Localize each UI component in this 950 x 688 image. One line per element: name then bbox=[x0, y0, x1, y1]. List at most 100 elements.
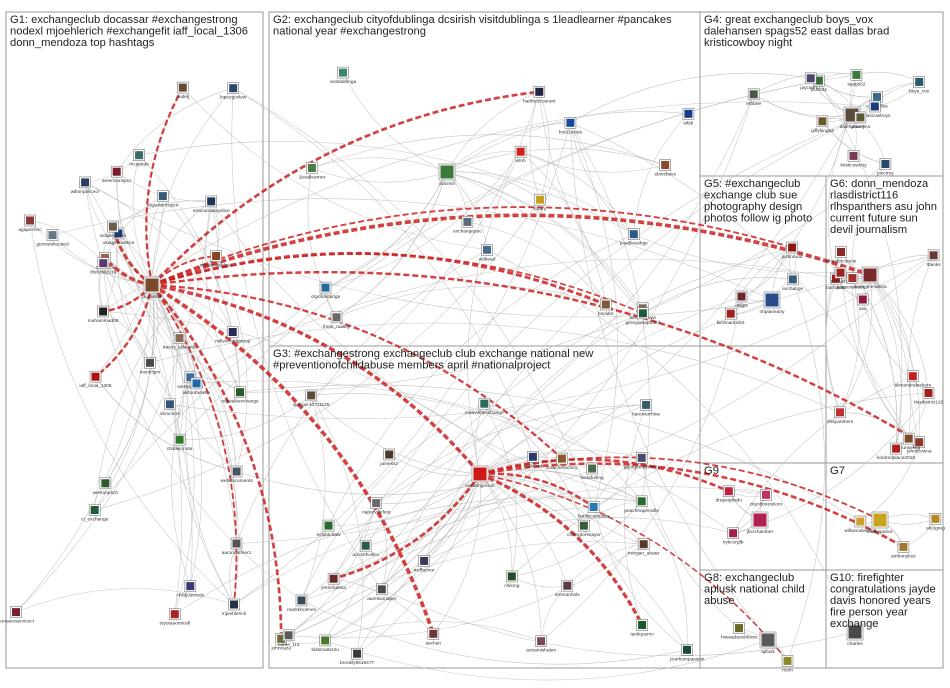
node-napervillefest[interactable]: napervillefest bbox=[362, 497, 391, 516]
node-nhplanearty[interactable]: nhplanearty bbox=[759, 291, 785, 315]
node-frank-malloy[interactable]: frank_malloy bbox=[323, 311, 351, 330]
node-djaeger10711125[interactable]: djaeger10711125 bbox=[293, 389, 330, 408]
node-norwalkexchange[interactable]: norwalkexchange bbox=[221, 386, 259, 405]
node-wdbead[interactable]: wdbead bbox=[479, 244, 496, 262]
node-tharvehill[interactable]: tharvehill bbox=[831, 266, 850, 285]
node-millvernedjgroup[interactable]: millvernedjgroup bbox=[215, 326, 251, 345]
node-birdmanbob4[interactable]: birdmanbob4 bbox=[717, 307, 745, 326]
node-alo3greg[interactable]: alo3greg bbox=[926, 512, 945, 531]
node-giffykings3[interactable]: giffykings3 bbox=[811, 115, 834, 134]
node-aplusk[interactable]: aplusk bbox=[759, 631, 777, 655]
node-vbruce44[interactable]: vbruce44 bbox=[160, 398, 180, 417]
node-hanoverrhine[interactable]: hanoverrhine bbox=[632, 399, 660, 417]
node-hartfordcourant[interactable]: hartfordcourant bbox=[523, 86, 556, 104]
node-yourkompassion[interactable]: yourkompassion bbox=[670, 643, 705, 662]
node-kristicowboy[interactable]: kristicowboy bbox=[840, 150, 867, 168]
node-peachhapenville[interactable]: peachhapenville bbox=[624, 495, 659, 514]
node-chilong[interactable]: chilong bbox=[504, 570, 520, 589]
node-wfsb[interactable]: wfsb bbox=[682, 108, 695, 126]
node-rotary[interactable]: rotary bbox=[534, 193, 547, 212]
node-erbbee[interactable]: erbbee bbox=[746, 88, 761, 107]
node-exchangepec[interactable]: exchangepec bbox=[453, 216, 482, 234]
node-rlasdistrict116[interactable]: rlasdistrict116 bbox=[914, 387, 944, 406]
node-wheelerconnie[interactable]: wheelerconnie bbox=[826, 246, 857, 265]
node-boys-vox[interactable]: boys_vox bbox=[909, 76, 930, 94]
node-1leadlearner[interactable]: 1leadlearner bbox=[299, 162, 326, 181]
node-humaneservicecr[interactable]: humaneservicecr bbox=[0, 606, 35, 625]
node-ctsaleinnote[interactable]: ctsaleinnote bbox=[167, 433, 193, 452]
node-americanspcc[interactable]: americanspcc bbox=[102, 165, 132, 184]
node-eclubtchaw[interactable]: eclubtchaw bbox=[317, 519, 342, 538]
node-newcanaanpolice[interactable]: newcanaanpolice bbox=[193, 195, 230, 214]
node-alexandraleekers[interactable]: alexandraleekers bbox=[895, 370, 932, 389]
node-westportgov[interactable]: westportgov bbox=[177, 371, 204, 390]
node-lifebold2016[interactable]: lifebold2016 bbox=[90, 257, 117, 276]
node-willwoodvillage[interactable]: willwoodvillage bbox=[844, 515, 876, 534]
node-jbcrchamber[interactable]: jbcrchamber bbox=[746, 511, 774, 535]
node-georgiadeptofed[interactable]: georgiadeptofed bbox=[626, 307, 661, 326]
node-covingtonmayor[interactable]: covingtonmayor bbox=[567, 519, 601, 538]
node-lindafurling[interactable]: lindafurling bbox=[580, 462, 604, 481]
node-visitdublinga[interactable]: visitdublinga bbox=[330, 66, 357, 85]
node-ct-exchange[interactable]: ct_exchange bbox=[81, 504, 109, 523]
node-markbholmes[interactable]: markbholmes bbox=[287, 594, 316, 613]
node-fox61news[interactable]: fox61news bbox=[559, 117, 583, 135]
node-wiltonbulletin[interactable]: wiltonbulletin bbox=[183, 377, 211, 396]
node-spags52[interactable]: spags52 bbox=[847, 69, 866, 87]
node-lindnepolice[interactable]: lindnepolice bbox=[867, 511, 893, 535]
node-wiltonpolicecr[interactable]: wiltonpolicecr bbox=[71, 176, 100, 195]
node-hiwaadaneblocm[interactable]: hiwaadaneblocm bbox=[721, 622, 757, 641]
node-mcfbymor[interactable]: mcfbymor bbox=[414, 555, 435, 573]
node-mom[interactable]: mom bbox=[781, 655, 794, 673]
node-acnorthvillco[interactable]: acnorthvillco bbox=[352, 539, 379, 558]
node-charles[interactable]: charles bbox=[846, 623, 863, 647]
node-joectrey[interactable]: joectrey bbox=[876, 158, 894, 177]
node-kolachefactory[interactable]: kolachefactory bbox=[546, 452, 578, 471]
node-dcsirish[interactable]: dcsirish bbox=[438, 163, 456, 187]
node-cityofdublinga[interactable]: cityofdublinga bbox=[311, 281, 341, 300]
node-jamessz[interactable]: jamessz bbox=[379, 448, 399, 467]
node-kidsmatter2u[interactable]: kidsmatter2u bbox=[311, 634, 339, 653]
node-vidales-alva[interactable]: vidales_alva bbox=[100, 220, 127, 239]
node-childjustcectr[interactable]: childjustcectr bbox=[176, 580, 205, 599]
node-toyotaaonticell[interactable]: toyotaaonticell bbox=[159, 608, 190, 627]
node-postlivesthge[interactable]: postlivesthge bbox=[620, 228, 648, 247]
node-morgan-abasz[interactable]: morgan_abasz bbox=[628, 538, 660, 557]
node-jasmonestarsh[interactable]: jasmonestarsh bbox=[836, 272, 869, 291]
node-iaff-local-1306[interactable]: iaff_local_1306 bbox=[79, 370, 112, 389]
node-carrie-t13[interactable]: carrie_t13 bbox=[278, 629, 300, 648]
node-jaycie-r17[interactable]: jaycie/r17 bbox=[799, 72, 821, 91]
node-montclpm[interactable]: montclpm bbox=[140, 356, 161, 375]
node-experiencejcm[interactable]: experiencejcm bbox=[147, 190, 178, 209]
node-kindredplace2018[interactable]: kindredplace2018 bbox=[877, 442, 915, 461]
node-aaronguthier1[interactable]: aaronguthier1 bbox=[222, 537, 252, 556]
node-ebivebsvs[interactable]: ebivebsvs bbox=[655, 159, 677, 178]
node-muhammad08[interactable]: muhammad08 bbox=[88, 305, 119, 324]
node-aurelioonaper[interactable]: aurelioonaper bbox=[367, 583, 397, 602]
node-counseling[interactable]: counseling bbox=[897, 432, 920, 451]
node-docassar[interactable]: docassar bbox=[142, 276, 162, 300]
node-webdocuments[interactable]: webdocuments bbox=[220, 465, 253, 484]
node-dallascowboys[interactable]: dallascowboys bbox=[859, 100, 891, 119]
node-lopezgovlew[interactable]: lopezgovlew bbox=[220, 82, 247, 101]
node-agapecfinc[interactable]: agapecfinc bbox=[18, 214, 42, 233]
node-jestorbassa[interactable]: jestorbassa bbox=[320, 572, 346, 591]
node-justinrudd[interactable]: justinrudd bbox=[781, 241, 803, 260]
node-aschan[interactable]: aschan bbox=[426, 627, 442, 646]
node-asu[interactable]: asu bbox=[856, 293, 869, 312]
node-donn-mendoza[interactable]: donn_mendoza bbox=[853, 266, 887, 290]
node-anthonybux[interactable]: anthonybux bbox=[891, 541, 916, 559]
node-cityofjonesboro[interactable]: cityofjonesboro bbox=[750, 488, 783, 507]
node-missionkiddcaa[interactable]: missionkiddcaa bbox=[200, 250, 233, 269]
node-exchangeclub[interactable]: exchangeclub bbox=[465, 465, 495, 489]
node-mcaptide[interactable]: mcaptide bbox=[129, 149, 149, 168]
node-annamwhalen[interactable]: annamwhalen bbox=[526, 635, 556, 654]
node-dhljps[interactable]: dhljps bbox=[735, 290, 748, 309]
node-tracey-edwards[interactable]: tracey_edwards bbox=[163, 332, 197, 351]
node-tbanks[interactable]: tbanks bbox=[927, 249, 942, 268]
node-bsoider[interactable]: bsoider bbox=[598, 298, 614, 317]
node-drepeighsdo[interactable]: drepeighsdo bbox=[716, 485, 743, 504]
node-genesishoused[interactable]: genesishoused bbox=[36, 229, 69, 248]
node-tanilquemn[interactable]: tanilquemn bbox=[630, 619, 654, 638]
node-rlhspanthers[interactable]: rlhspanthers bbox=[827, 406, 854, 425]
